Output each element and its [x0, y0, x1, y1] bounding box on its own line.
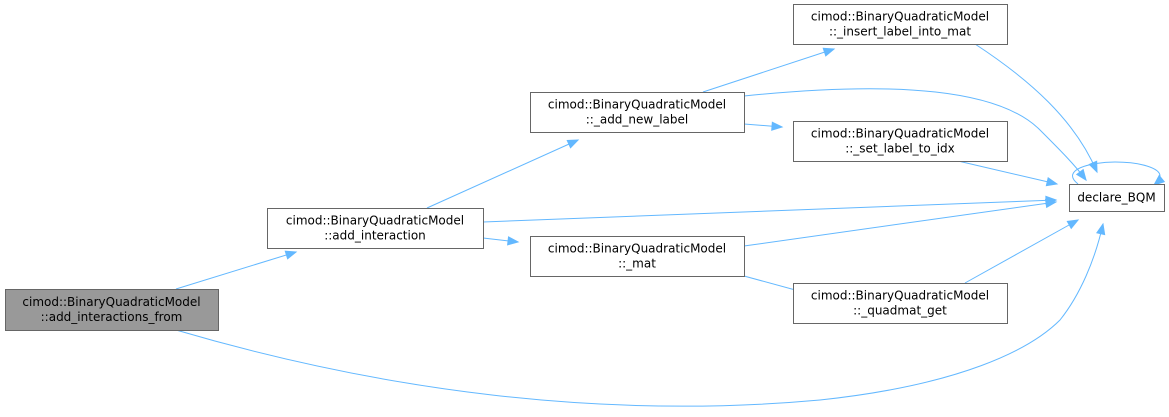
node-label-add_interactions_from-line-0: cimod::BinaryQuadraticModel [22, 295, 200, 309]
node-label-quadmat_get-line-0: cimod::BinaryQuadraticModel [811, 289, 989, 303]
node-label-quadmat_get-line-1: ::_quadmat_get [853, 304, 947, 318]
edge-add_new_label-to-declare_BQM [743, 88, 1087, 181]
node-label-mat-line-0: cimod::BinaryQuadraticModel [548, 242, 726, 256]
edge-quadmat_get-to-declare_BQM [964, 219, 1079, 284]
node-quadmat_get[interactable]: cimod::BinaryQuadraticModel::_quadmat_ge… [793, 283, 1008, 324]
edge-set_label_to_idx-to-declare_BQM [957, 160, 1058, 185]
arrow-head-add_new_label-to-set_label_to_idx [771, 121, 784, 131]
arrow-head-declare_BQM-to-declare_BQM [1152, 174, 1166, 186]
node-declare_BQM[interactable]: declare_BQM [1069, 184, 1165, 212]
node-box-set_label_to_idx[interactable] [793, 121, 1008, 162]
edge-add_interactions_from-to-declare_BQM [175, 223, 1104, 407]
arrow-head-add_new_label-to-declare_BQM [1075, 168, 1087, 182]
node-label-add_interactions_from-line-1: ::add_interactions_from [41, 310, 183, 324]
arrow-head-quadmat_get-to-declare_BQM [1066, 219, 1080, 230]
arrow-head-add_interaction-to-add_new_label [566, 139, 580, 149]
node-box-add_interaction[interactable] [267, 208, 484, 249]
arrow-head-add_new_label-to-insert_label_into_mat [822, 47, 836, 57]
node-label-add_new_label-line-0: cimod::BinaryQuadraticModel [548, 98, 726, 112]
arrow-head-set_label_to_idx-to-declare_BQM [1045, 177, 1059, 187]
edge-declare_BQM-to-declare_BQM [1072, 161, 1161, 186]
node-label-add_interaction-line-0: cimod::BinaryQuadraticModel [286, 214, 464, 228]
node-set_label_to_idx[interactable]: cimod::BinaryQuadraticModel::_set_label_… [793, 121, 1008, 162]
arrow-head-mat-to-declare_BQM [1044, 198, 1058, 209]
edge-insert_label_into_mat-to-declare_BQM [974, 43, 1098, 173]
edge-add_interaction-to-declare_BQM [482, 199, 1057, 223]
node-box-add_new_label[interactable] [530, 92, 745, 133]
node-insert_label_into_mat[interactable]: cimod::BinaryQuadraticModel::_insert_lab… [793, 4, 1008, 45]
node-label-set_label_to_idx-line-1: ::_set_label_to_idx [845, 142, 955, 156]
node-label-insert_label_into_mat-line-1: ::_insert_label_into_mat [829, 25, 971, 39]
edge-add_interaction-to-add_new_label [426, 139, 579, 209]
node-box-insert_label_into_mat[interactable] [793, 4, 1008, 45]
arrow-head-add_interactions_from-to-add_interaction [284, 250, 298, 260]
node-add_interactions_from[interactable]: cimod::BinaryQuadraticModel::add_interac… [5, 289, 219, 331]
node-label-add_interaction-line-1: ::add_interaction [324, 229, 426, 243]
arrow-head-add_interactions_from-to-declare_BQM [1096, 222, 1106, 236]
node-add_new_label[interactable]: cimod::BinaryQuadraticModel::_add_new_la… [530, 92, 745, 133]
node-label-set_label_to_idx-line-0: cimod::BinaryQuadraticModel [811, 127, 989, 141]
nodes-layer: cimod::BinaryQuadraticModel::add_interac… [5, 4, 1165, 331]
edge-add_new_label-to-insert_label_into_mat [702, 48, 835, 93]
node-label-declare_BQM-line-0: declare_BQM [1077, 191, 1155, 205]
node-mat[interactable]: cimod::BinaryQuadraticModel::_mat [530, 236, 745, 277]
node-box-add_interactions_from[interactable] [5, 289, 219, 331]
node-label-mat-line-1: ::_mat [618, 257, 656, 271]
node-label-add_new_label-line-1: ::_add_new_label [586, 113, 689, 127]
arrow-head-add_interaction-to-mat [507, 236, 520, 246]
node-box-mat[interactable] [530, 236, 745, 277]
node-box-declare_BQM[interactable] [1069, 184, 1165, 212]
edge-add_interactions_from-to-add_interaction [175, 251, 297, 290]
node-add_interaction[interactable]: cimod::BinaryQuadraticModel::add_interac… [267, 208, 484, 249]
arrow-head-insert_label_into_mat-to-declare_BQM [1088, 160, 1098, 174]
node-box-quadmat_get[interactable] [793, 283, 1008, 324]
node-label-insert_label_into_mat-line-0: cimod::BinaryQuadraticModel [811, 10, 989, 24]
edge-mat-to-declare_BQM [743, 201, 1057, 247]
